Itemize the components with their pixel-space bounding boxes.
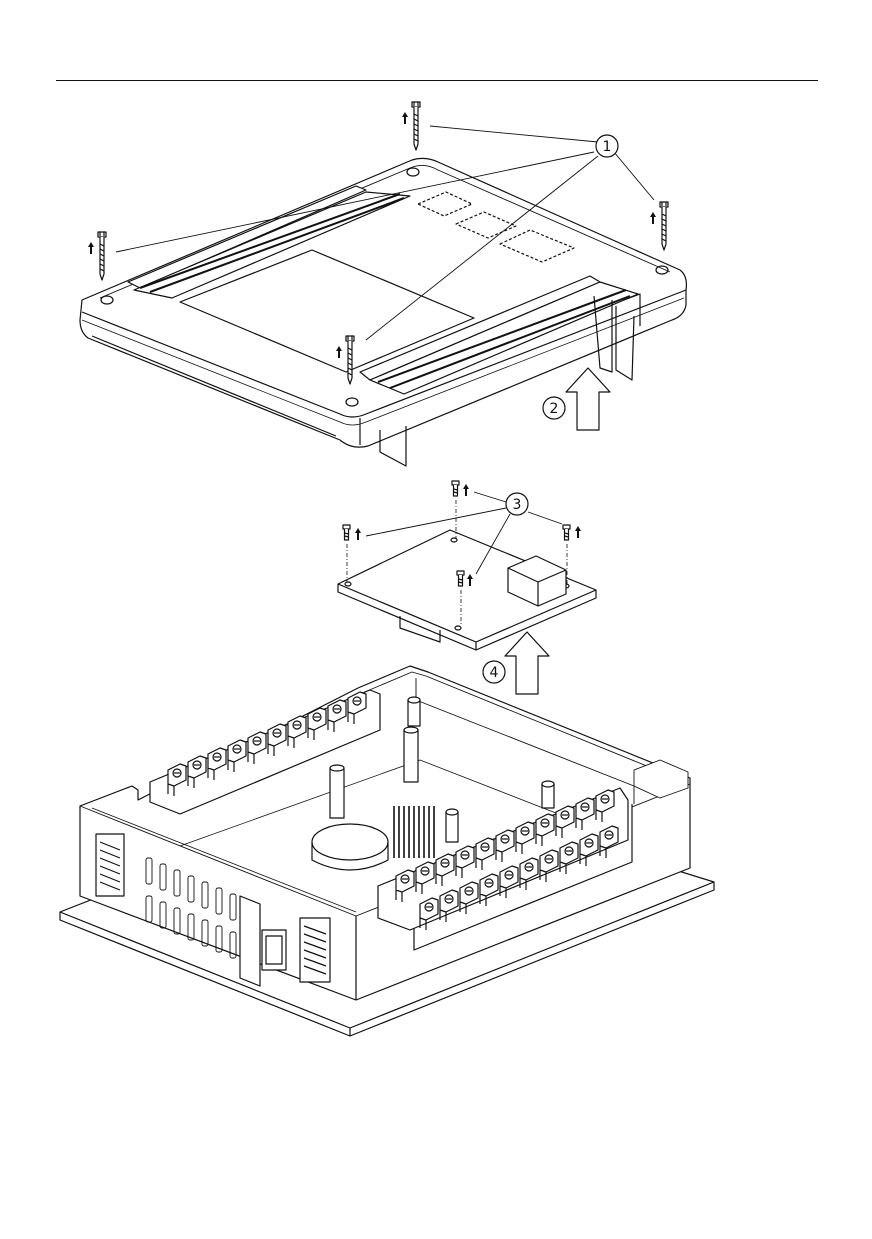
svg-text:3: 3 [513, 497, 522, 513]
pin-header [393, 806, 435, 858]
callout-3: 3 [505, 492, 529, 516]
svg-text:2: 2 [550, 401, 559, 417]
screws-step-3 [342, 480, 582, 626]
connector-port [239, 895, 287, 987]
arrow-step-2 [565, 367, 611, 431]
terminal-block-rear [149, 689, 381, 815]
callout-1: 1 [595, 134, 619, 158]
svg-text:1: 1 [603, 139, 612, 155]
callout-2: 2 [542, 396, 566, 420]
callout-4: 4 [482, 660, 506, 684]
vent-slots [145, 857, 237, 959]
option-board [337, 529, 597, 651]
svg-text:4: 4 [490, 665, 499, 681]
rear-case [59, 665, 715, 1037]
left-vent-louvers [95, 833, 331, 983]
standoffs [329, 696, 555, 843]
header-rule [56, 80, 818, 81]
screws-step-1 [87, 101, 669, 385]
terminal-block-front [377, 787, 629, 931]
front-cover [79, 157, 687, 467]
arrow-step-4 [504, 631, 550, 695]
